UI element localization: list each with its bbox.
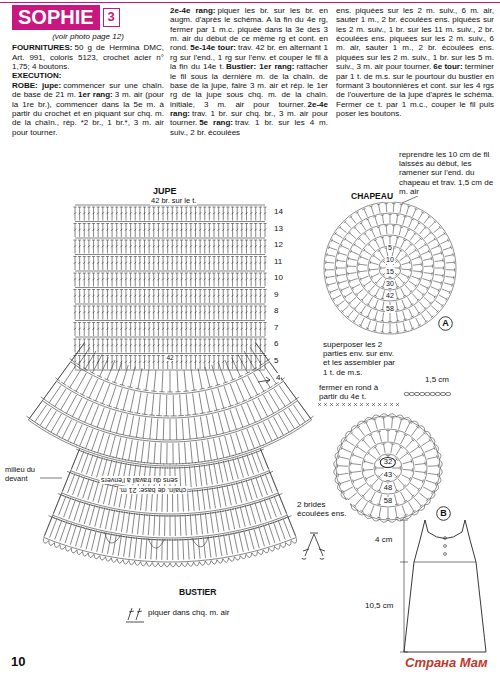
diagram-label: 10	[10, 655, 26, 670]
diagram-label: 2 brides écoulées ens.	[296, 500, 350, 518]
text-column: ens. piquées sur les 2 m. suiv., 6 m. ai…	[336, 6, 494, 118]
circle-outline	[439, 317, 453, 331]
section-heading: FOURNITURES:	[12, 43, 72, 52]
pattern-title: 3	[108, 9, 115, 25]
diagram-label: 4 cm	[374, 535, 393, 544]
button-mark	[444, 537, 447, 540]
section-heading: EXECUTION:	[12, 71, 61, 80]
section-heading: 5e-14e tour:	[190, 43, 236, 52]
diagram-label: 10,5 cm	[364, 601, 394, 610]
circle-outline	[437, 507, 451, 521]
stitch-symbol	[302, 533, 325, 559]
diagram-label: 42	[165, 354, 174, 361]
diagram-label: sens du travail à l'envers	[100, 476, 179, 484]
instruction-text: (voir photo page 12)	[12, 32, 164, 41]
text-column: 2e-4e rang:piquer les br. sur les br. en…	[170, 6, 328, 137]
diagram-label: 58	[383, 497, 393, 506]
diagram-label: 42 br. sur le t.	[150, 197, 197, 206]
title-box: SOPHIE	[12, 5, 100, 30]
diagram-label: 14	[273, 207, 284, 216]
diagram-label: 30	[385, 280, 395, 288]
brim-edging	[334, 414, 443, 523]
diagram-label: BUSTIER	[178, 588, 217, 598]
diagram-label: 11	[273, 257, 283, 266]
diagram-label: 58	[385, 305, 395, 313]
diagram-label: reprendre les 10 cm de fil laissés au dé…	[398, 150, 498, 196]
instruction-text: ens. piquées sur les 2 m. suiv., 6 m. ai…	[336, 6, 494, 71]
diagram-label: 5	[387, 244, 393, 252]
pattern-title: SOPHIE	[18, 5, 94, 30]
part-letter: A	[438, 316, 453, 331]
diagram-label: 42	[385, 292, 395, 300]
diagram-label: 13	[273, 224, 284, 233]
circled-letter: B	[436, 506, 451, 521]
waist-line	[414, 562, 476, 563]
diagram-label: 10	[385, 256, 395, 264]
diagram-label: 7	[273, 323, 279, 332]
section-heading: 1er rang:	[78, 90, 113, 99]
diagram-label: 12	[273, 240, 284, 249]
button-mark	[444, 553, 447, 556]
section-heading: 5e rang:	[199, 118, 233, 127]
diagram-label: JUPE	[152, 186, 178, 196]
section-heading: ROBE: jupe:	[12, 81, 61, 90]
button-mark	[444, 545, 447, 548]
diagram-label: fermer en rond à partir du 4e t.	[318, 383, 382, 401]
part-letter: B	[436, 506, 451, 521]
diagram-label: 6	[273, 339, 279, 348]
text-column: (voir photo page 12)FOURNITURES:50 g de …	[12, 32, 164, 137]
section-heading: Bustier: 1er rang:	[226, 62, 295, 71]
diagram-label: 1,5 cm	[424, 375, 450, 384]
header-rule	[0, 2, 500, 3]
diagram-label: piquer dans chq. m. air	[147, 608, 230, 617]
hat-top-chart	[324, 202, 456, 334]
diagram-label: 4	[275, 373, 281, 382]
diagram-label: chaîn. de base: 21 m.	[118, 486, 187, 494]
circled-letter: A	[438, 316, 453, 331]
diagram-label: CHAPEAU	[350, 192, 394, 202]
dress-outline	[404, 520, 486, 652]
bustier-chart	[43, 448, 296, 567]
pointer-arrow	[258, 377, 270, 383]
hat-brim-chart	[336, 416, 440, 520]
diagram-label: 5	[273, 356, 279, 365]
stitch-symbol	[126, 608, 144, 622]
section-heading: 6e tour:	[433, 62, 462, 71]
diagram-label: 8	[273, 306, 279, 315]
chain-symbol	[404, 392, 451, 395]
diagram-label: Страна Мам	[404, 656, 489, 671]
skirt-flare-chart	[26, 342, 313, 466]
diagram-label: 43	[383, 471, 393, 480]
leader-line	[402, 196, 418, 203]
diagram-label: 10	[273, 273, 284, 282]
diagram-label: 48	[383, 484, 393, 493]
dimension-line	[400, 520, 408, 652]
leader-line	[40, 478, 62, 479]
diagram-label: 9	[273, 290, 279, 299]
skirt-chart	[73, 205, 266, 370]
single-crochet-row	[318, 403, 399, 406]
title-box: 3	[103, 8, 120, 27]
section-heading: 2e-4e rang:	[170, 6, 215, 15]
diagram-label: milieu du devant	[4, 466, 40, 483]
diagram-label: superposer les 2 parties env. sur env. e…	[322, 340, 400, 377]
diagram-label: 15	[385, 268, 395, 276]
diagram-label: 32	[380, 457, 396, 468]
